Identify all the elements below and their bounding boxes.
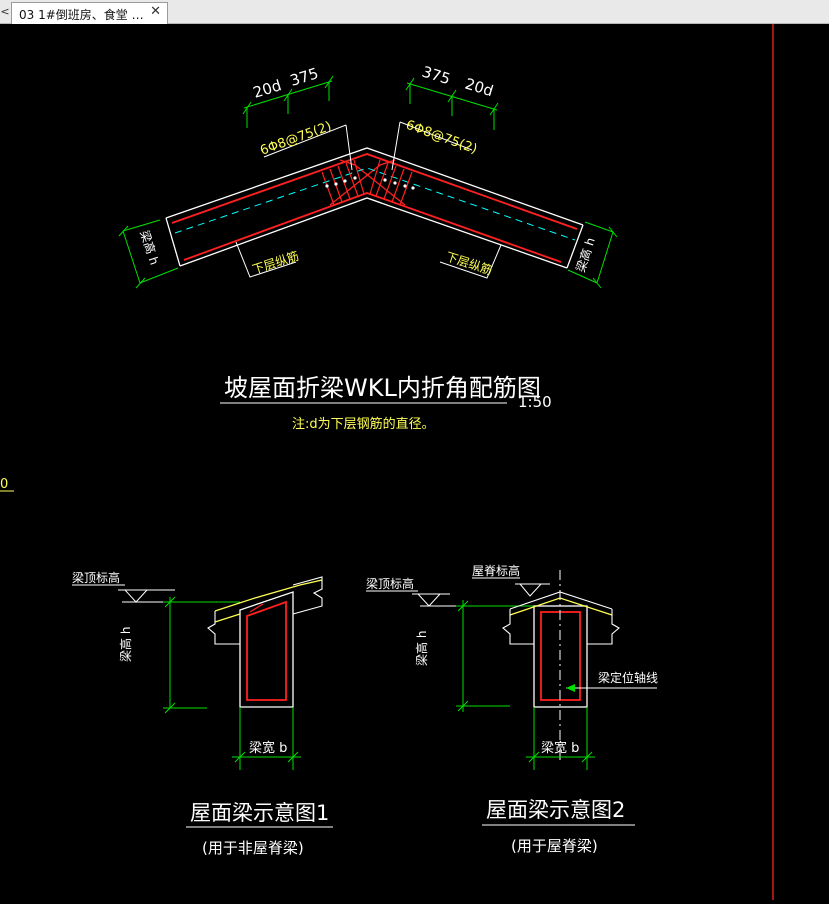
d2-beam-width-label: 梁宽 b <box>541 740 579 756</box>
tab-bar: < 03 1#倒班房、食堂 … ✕ <box>0 0 829 24</box>
dimension-beam-height-right <box>567 221 618 289</box>
stirrup-left-label: 6Φ8@75(2) <box>258 119 333 159</box>
d1-title: 屋面梁示意图1 <box>190 801 329 825</box>
d2-subtitle: (用于屋脊梁) <box>511 837 598 855</box>
cad-drawing-canvas[interactable]: 20d 375 375 20d 6Φ8@75(2) 6Φ8@75(2) <box>0 24 829 900</box>
dim-20d-left-label: 20d <box>251 76 284 102</box>
d1-beam-width-label: 梁宽 b <box>249 740 287 756</box>
dimension-beam-height-left <box>118 219 179 289</box>
d1-slab-hatch-top <box>214 579 323 612</box>
d1-beam-height-label: 梁高 h <box>118 627 133 662</box>
folded-beam-detail: 20d 375 375 20d 6Φ8@75(2) 6Φ8@75(2) <box>118 63 618 432</box>
d2-elevation-marker <box>417 593 441 607</box>
edge-text-fragment: 0 <box>0 477 8 492</box>
bottom-rebar-leader-left <box>235 241 297 278</box>
top-rebar <box>171 153 578 230</box>
bottom-rebar-left-label: 下层纵筋 <box>250 248 300 277</box>
drawing-tab-label: 03 1#倒班房、食堂 … <box>19 8 144 22</box>
bottom-rebar <box>183 192 562 263</box>
d2-beam-top-elev-label: 梁顶标高 <box>366 576 414 591</box>
top-detail-scale: 1:50 <box>518 393 552 411</box>
d1-beam-top-elev-label: 梁顶标高 <box>72 570 120 585</box>
d2-ridge-elev-label: 屋脊标高 <box>472 563 520 578</box>
d2-slab-left <box>502 609 534 645</box>
d2-slab-right <box>587 609 620 645</box>
beam-top-edge <box>165 147 584 226</box>
d1-slab-right <box>292 576 323 615</box>
d1-elevation-marker <box>124 589 148 603</box>
stirrup-right-label: 6Φ8@75(2) <box>404 118 479 158</box>
roof-beam-diagram-1: 梁顶标高 梁高 h 梁宽 b 屋面梁示意图1 <box>72 570 333 857</box>
d2-beam-height-label: 梁高 h <box>414 631 429 666</box>
cross-rebar-left <box>329 159 396 206</box>
top-detail-title: 坡屋面折梁WKL内折角配筋图 <box>224 374 541 402</box>
d2-ridge-marker <box>519 583 542 597</box>
d1-slab-left <box>207 611 240 645</box>
d1-slab-hatch-bottom <box>214 613 241 623</box>
dimension-left-top <box>242 75 334 128</box>
bottom-rebar-right-label: 下层纵筋 <box>444 249 494 278</box>
beam-end-right <box>566 224 584 269</box>
d1-subtitle: (用于非屋脊梁) <box>202 839 304 857</box>
d1-beam-rebar <box>246 600 287 701</box>
d2-title: 屋面梁示意图2 <box>486 798 625 822</box>
close-tab-icon[interactable]: ✕ <box>150 4 161 19</box>
beam-height-left-label: 梁高 h <box>137 228 162 266</box>
stirrup-leader-left <box>263 124 347 158</box>
tab-scroll-left-button[interactable]: < <box>0 5 10 18</box>
dimension-right-top <box>405 77 499 130</box>
stirrup-leader-right <box>399 121 473 151</box>
cad-drawing-svg: 20d 375 375 20d 6Φ8@75(2) 6Φ8@75(2) <box>0 24 774 900</box>
dim-20d-right-label: 20d <box>463 75 496 101</box>
d2-axis-label: 梁定位轴线 <box>598 670 658 685</box>
beam-end-left <box>165 217 181 267</box>
bottom-rebar-leader-right <box>439 244 502 279</box>
stirrups-right <box>369 159 413 206</box>
drawing-tab[interactable]: 03 1#倒班房、食堂 … ✕ <box>11 2 168 24</box>
beam-bottom-edge <box>179 197 568 269</box>
roof-beam-diagram-2: 梁顶标高 屋脊标高 梁高 h 梁定位轴线 <box>366 563 658 855</box>
middle-centerline <box>174 167 576 241</box>
rebar-dots <box>325 176 415 190</box>
dim-375-right-label: 375 <box>420 63 453 89</box>
top-detail-note: 注:d为下层钢筋的直径。 <box>292 416 435 432</box>
